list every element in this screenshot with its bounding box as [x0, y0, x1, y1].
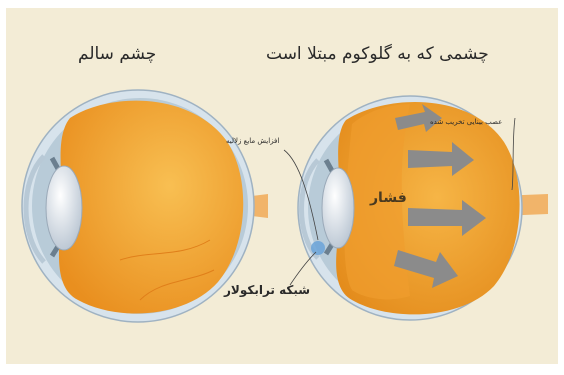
glaucoma-lens: [322, 168, 354, 248]
trabecular-meshwork-label: شبکه ترابکولار: [224, 283, 310, 297]
optic-nerve-damage-label: عصب بینایی تخریب شده: [430, 118, 502, 126]
healthy-eye-title: چشم سالم: [78, 44, 156, 64]
healthy-lens: [46, 166, 82, 250]
drainage-label: افزایش مایع زلالیه: [226, 137, 279, 145]
healthy-vitreous: [59, 101, 243, 314]
trabecular-meshwork: [311, 241, 325, 255]
glaucoma-eye-title: چشمی که به گلوکوم مبتلا است: [266, 44, 489, 64]
pressure-label: فشار: [370, 190, 407, 206]
